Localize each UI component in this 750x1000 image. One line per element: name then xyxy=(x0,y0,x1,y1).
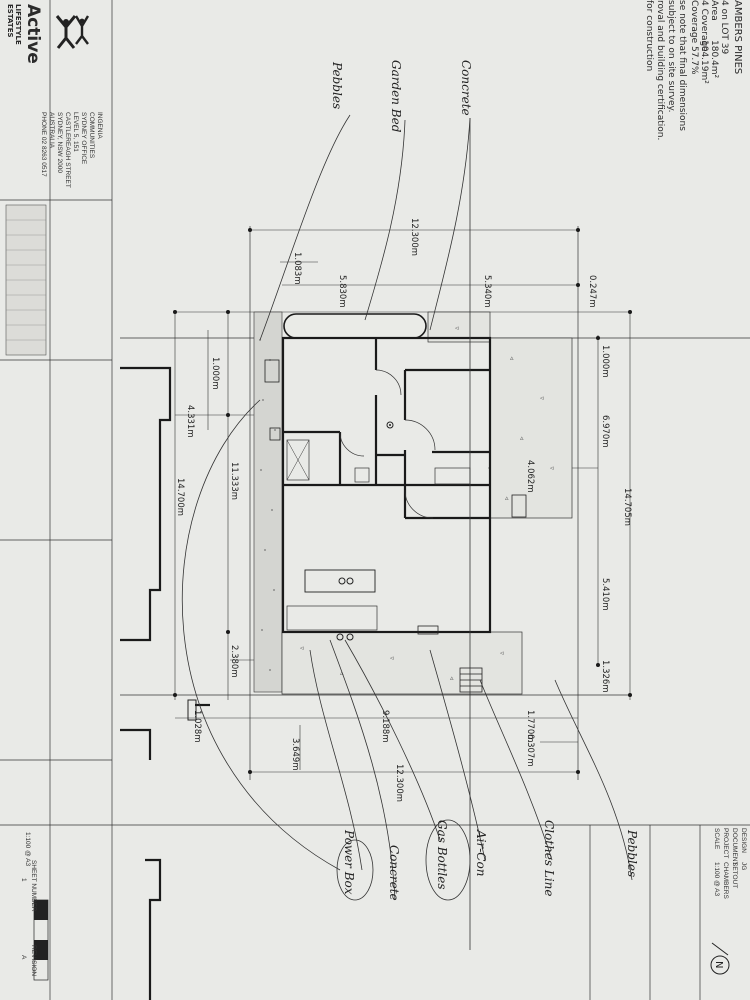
svg-text:▵: ▵ xyxy=(510,354,514,362)
dim-top-left: 1.083m xyxy=(292,252,302,285)
dim-bottom-left: 1.028m xyxy=(192,710,202,743)
site-heading: AMBERS PINES xyxy=(732,0,743,74)
dim-left-offset: 4.331m xyxy=(185,405,195,438)
dim-right-low: 5.410m xyxy=(600,578,610,611)
info-label: SCALE xyxy=(713,828,720,850)
sheet-number-label: SHEET NUMBER xyxy=(30,860,37,912)
site-note-line: for construction xyxy=(644,0,654,71)
annotation-label: Gas Bottles xyxy=(435,820,449,890)
svg-text:◃: ◃ xyxy=(540,394,544,402)
info-label: DOCUMENT xyxy=(731,828,738,866)
dim-left-total: 14.700m xyxy=(175,478,185,516)
sheet-number-value: 1 xyxy=(20,878,27,882)
dim-left-low: 2.380m xyxy=(229,645,239,678)
site-info-line: 4 on LOT 39 xyxy=(719,0,729,55)
company-line: INGENIA xyxy=(96,112,103,139)
gas-bottles-circle xyxy=(425,819,471,901)
dim-bottom-total: 12.300m xyxy=(394,764,404,802)
annotation-label: Garden Bed xyxy=(389,60,403,133)
pebbles-strip xyxy=(253,311,283,693)
company-line: LEVEL 5, 151 xyxy=(72,112,79,152)
dim-top-right: 5.340m xyxy=(482,275,492,308)
site-info-line: Coverage 57.7% xyxy=(689,0,699,75)
scale-note: 1:100 @ A3 xyxy=(24,832,31,866)
annotation-label: Pebbles xyxy=(625,829,639,877)
svg-text:◃: ◃ xyxy=(390,654,394,662)
dim-left-mid: 11.333m xyxy=(229,462,239,500)
neighbour-outline xyxy=(120,366,210,1000)
revision-label: REVISION xyxy=(30,945,37,976)
concrete-slab-bottom xyxy=(281,631,523,695)
site-info-value: 104.19m² xyxy=(699,40,709,84)
info-label: DESIGN xyxy=(740,828,747,853)
brand-line1: LIFESTYLE xyxy=(14,4,22,45)
dim-right-mid: 6.970m xyxy=(600,415,610,448)
site-note-line: se note that final dimensions xyxy=(677,0,687,131)
dim-bottom-right: 1.770m xyxy=(525,710,535,743)
dim-bottom-mid: 9.188m xyxy=(380,710,390,743)
annotation-label: Concrete xyxy=(387,845,401,901)
logo-figure-icon xyxy=(55,15,90,49)
dim-right-top: 1.000m xyxy=(600,345,610,378)
info-label: PROJECT xyxy=(722,828,729,858)
dim-right-bottom: 1.326m xyxy=(600,660,610,693)
svg-text:◃: ◃ xyxy=(455,324,459,332)
site-note-line: subject to on site survey. xyxy=(666,0,676,112)
brand-main: Active xyxy=(23,4,43,64)
dim-right-total: 14.705m xyxy=(622,488,632,526)
garden-bed xyxy=(283,313,427,339)
info-value: SETOUT xyxy=(731,862,738,888)
dim-inner-depth: 4.062m xyxy=(525,460,535,493)
svg-text:▵: ▵ xyxy=(520,434,524,442)
info-value: CHAMBERS xyxy=(722,862,729,900)
dim-bottom-drop: 3.649m xyxy=(290,738,300,771)
site-info-value: 180.4m² xyxy=(709,40,719,79)
annotation-label: Power Box xyxy=(342,829,356,895)
north-arrow-icon: N xyxy=(710,942,730,975)
svg-text:◃: ◃ xyxy=(300,644,304,652)
annotation-label: Air-Con xyxy=(474,829,488,876)
dim-top-total: 12.300m xyxy=(409,218,419,256)
site-info-line: 4 Coverage xyxy=(699,0,709,52)
concrete-slab-right xyxy=(489,337,573,519)
svg-text:▵: ▵ xyxy=(505,494,509,502)
site-info-line: Area xyxy=(709,0,719,21)
dim-bottom-edge: 0.307m xyxy=(525,734,535,767)
company-line: AUSTRALIA xyxy=(48,112,55,149)
company-line: COMMUNITIES xyxy=(88,112,95,159)
company-line: SYDNEY OFFICE xyxy=(80,112,87,165)
svg-text:◃: ◃ xyxy=(550,464,554,472)
house-floor-plan xyxy=(264,336,527,693)
revision-value: A xyxy=(20,955,27,960)
svg-text:▵: ▵ xyxy=(450,674,454,682)
dim-top-edge: 0.247m xyxy=(587,275,597,308)
site-note-line: roval and building certification. xyxy=(655,0,665,140)
svg-text:◃: ◃ xyxy=(500,649,504,657)
info-value: JG xyxy=(740,862,747,870)
brand-line2: ESTATES xyxy=(6,4,14,38)
company-line: CASTLEREAGH STREET xyxy=(64,112,71,188)
dim-left-top: 1.000m xyxy=(210,357,220,390)
company-line: SYDNEY, NSW 2000 xyxy=(56,112,63,173)
power-box-circle xyxy=(336,839,374,901)
dim-top-mid: 5.830m xyxy=(337,275,347,308)
svg-text:N: N xyxy=(713,961,724,968)
title-block: Active LIFESTYLE ESTATES INGENIACOMMUNIT… xyxy=(0,0,113,1000)
annotation-label: Concrete xyxy=(459,60,473,116)
info-value: 1:100 @ A3 xyxy=(713,862,720,896)
company-line: PHONE 02 8263 0517 xyxy=(40,112,47,177)
annotation-label: Pebbles xyxy=(330,61,344,109)
annotation-label: Clothes Line xyxy=(542,820,556,897)
